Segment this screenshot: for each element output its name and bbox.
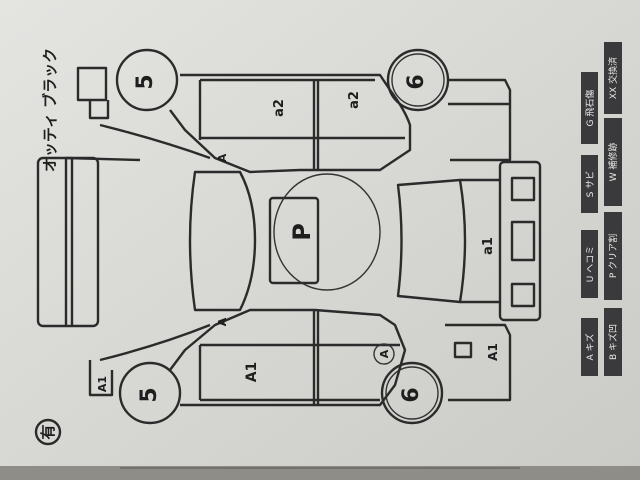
- mark-upper-front-door: a2: [272, 99, 287, 117]
- legend-item-A: A キズ: [584, 333, 596, 360]
- background-strip: [0, 466, 640, 480]
- tire-front-lower: [118, 361, 182, 425]
- mark-upper-mirror: A: [216, 153, 229, 162]
- top-view: [188, 160, 542, 322]
- upper-mirror-box: [76, 66, 110, 120]
- circled-mark: [373, 343, 395, 365]
- legend-item-P: P クリア割: [607, 234, 619, 278]
- model-note: オッティ ブラック: [41, 48, 59, 172]
- legend-item-W: W 補修跡: [607, 143, 619, 182]
- tire-rear-lower: [380, 361, 444, 425]
- mark-rear-upper-tire: 6: [404, 74, 429, 89]
- legend-item-U: U ヘコミ: [586, 246, 596, 282]
- side-upper: [99, 73, 512, 174]
- legend: A キズ U ヘコミ S サビ G 飛石傷 B キズ凹 P クリア割 W 補修跡…: [581, 42, 622, 376]
- tire-front-upper: [115, 48, 179, 112]
- mark-rear-bumper-corner: A1: [486, 343, 500, 361]
- mark-front-lower-tire: 5: [137, 387, 162, 402]
- legend-item-XX: XX 交換済: [607, 57, 619, 99]
- mark-rear-lower-tire: 6: [399, 387, 424, 402]
- mark-front-upper-tire: 5: [133, 74, 158, 89]
- front-view: [36, 156, 141, 328]
- mark-front-lamp-corner: A1: [96, 376, 109, 392]
- availability-circle: [34, 418, 62, 446]
- mark-lower-front-door: A1: [244, 362, 260, 383]
- mark-roof: P: [288, 223, 316, 241]
- legend-item-G: G 飛石傷: [584, 90, 596, 127]
- legend-item-B: B キズ凹: [607, 324, 619, 360]
- availability-mark: 有: [39, 424, 57, 439]
- mark-rear-gate: a1: [481, 237, 496, 255]
- roof-circle: [273, 173, 381, 291]
- mark-upper-rear-door: a2: [347, 91, 362, 109]
- side-lower: [88, 308, 512, 407]
- mark-lower-mirror: A: [216, 317, 229, 326]
- legend-item-S: S サビ: [585, 171, 596, 198]
- mark-lower-rear-circled: A: [378, 349, 391, 358]
